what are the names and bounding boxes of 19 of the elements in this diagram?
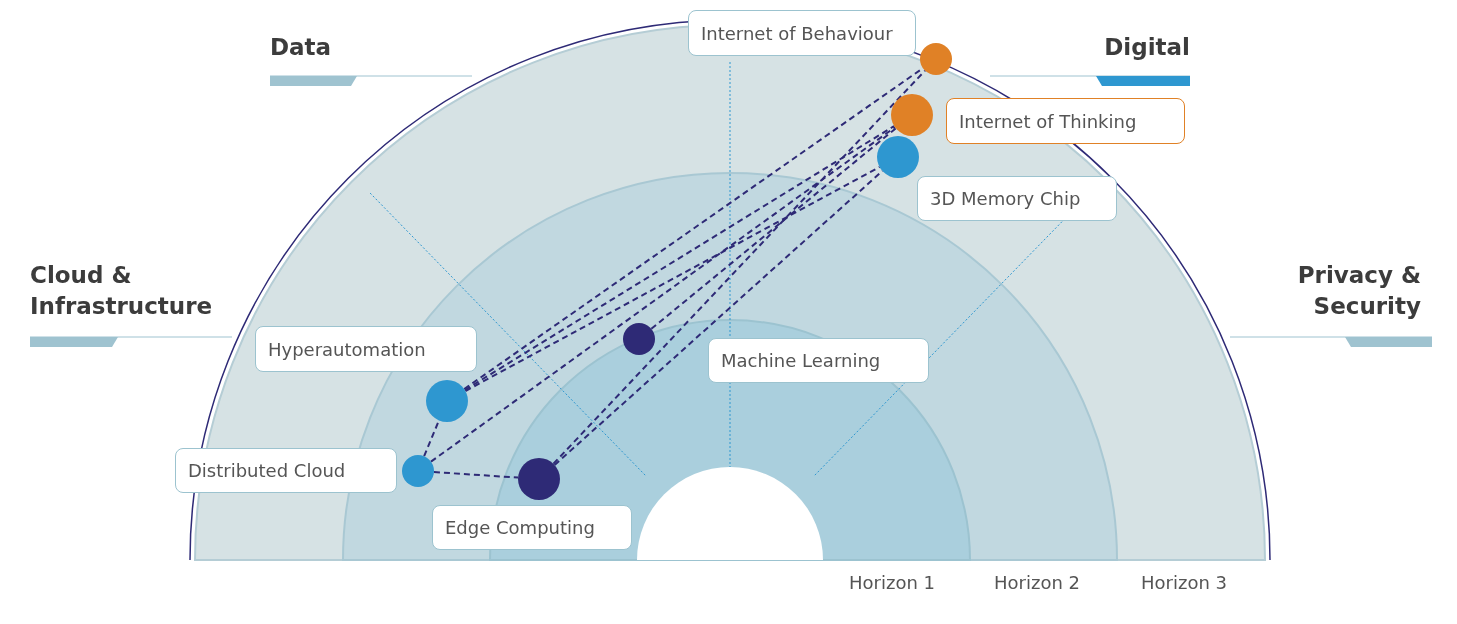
topic-label: Internet of Behaviour xyxy=(688,10,916,56)
axis-label: Horizon 3 xyxy=(1141,572,1227,593)
axis-label: Horizon 2 xyxy=(994,572,1080,593)
topic-label: Edge Computing xyxy=(432,505,632,550)
topic-label: Distributed Cloud xyxy=(175,448,397,493)
dashed-connector xyxy=(432,471,520,479)
topic-label: Machine Learning xyxy=(708,338,929,383)
section-heading: Cloud & Infrastructure xyxy=(30,261,210,321)
dashed-connector xyxy=(430,126,896,463)
topic-label: Internet of Thinking xyxy=(946,98,1185,144)
topic-label: 3D Memory Chip xyxy=(917,176,1117,221)
section-heading: Data xyxy=(270,33,333,62)
section-heading: Digital xyxy=(1103,33,1190,62)
dot-marker xyxy=(920,43,952,75)
topic-label: Hyperautomation xyxy=(255,326,477,372)
axis-label: Horizon 1 xyxy=(849,572,935,593)
dashed-connector xyxy=(463,125,896,391)
section-heading: Privacy & Security xyxy=(1296,261,1421,321)
dashed-connector xyxy=(650,127,897,330)
